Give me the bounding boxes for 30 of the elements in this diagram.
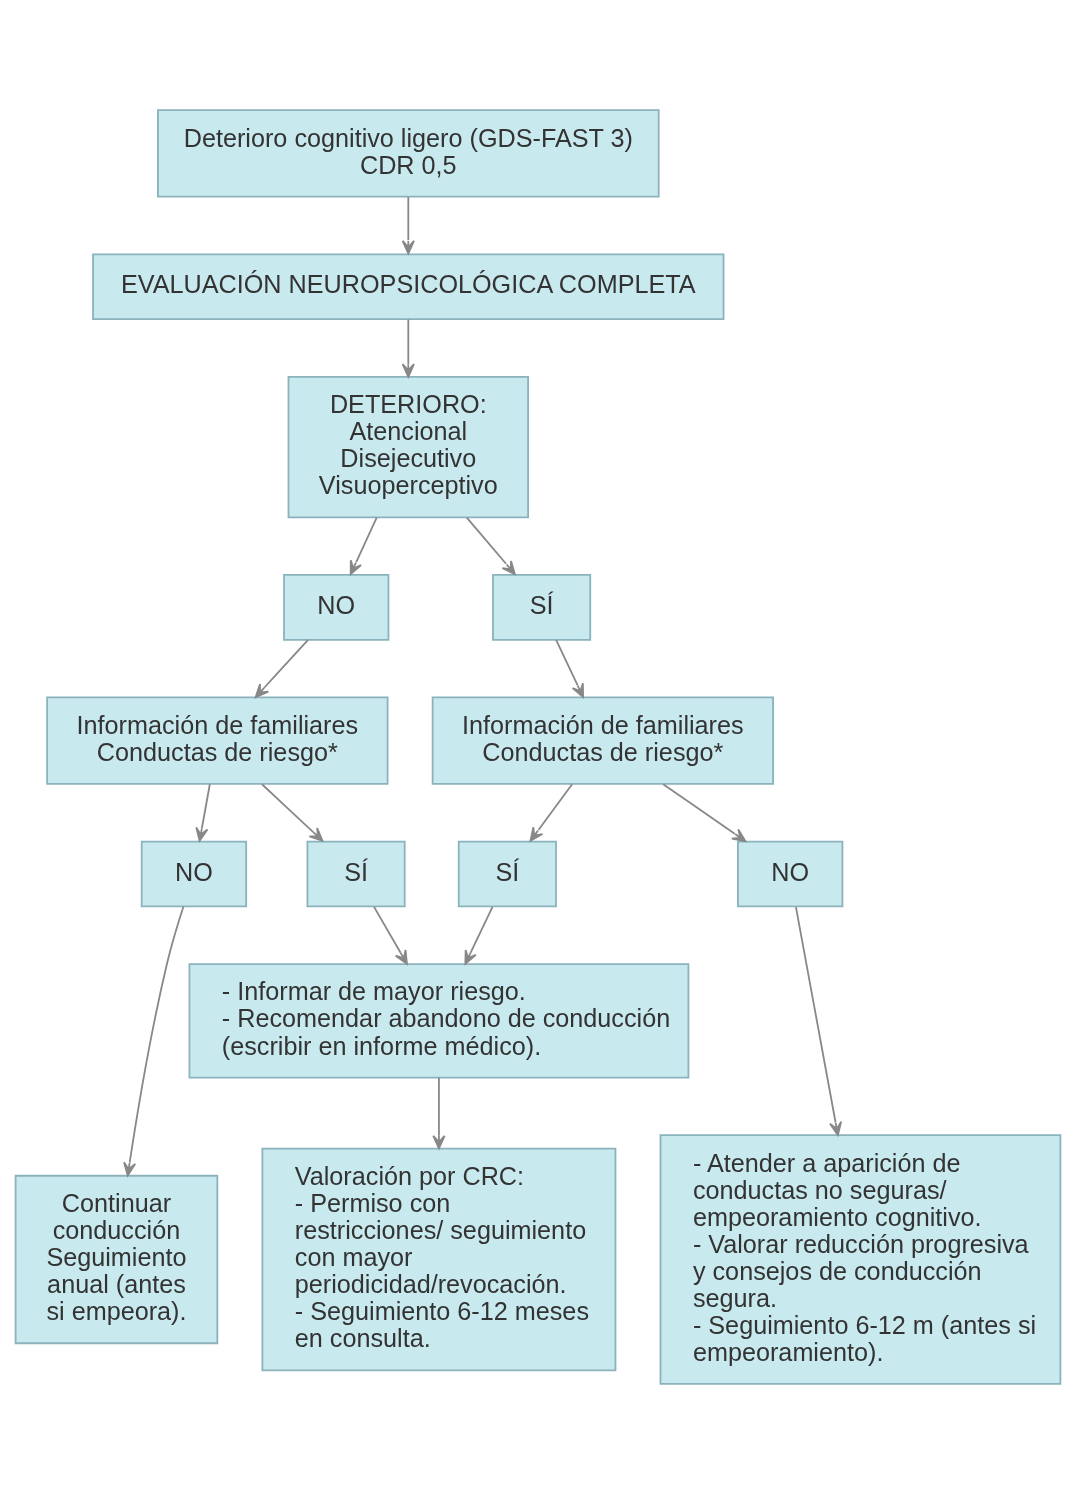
node-box: Deterioro cognitivo ligero (GDS-FAST 3) CDR 0,5 — [157, 109, 660, 198]
node-box: - Informar de mayor riesgo. - Recomendar abandono de conducción (escribir en informe médico). — [188, 963, 690, 1079]
arrow — [795, 906, 843, 1136]
node-box: NO — [283, 574, 390, 641]
arrow — [261, 783, 324, 842]
node-box: Valoración por CRC: - Permiso con restricciones/ seguimiento con mayor periodicidad/revocación. - Seguimiento 6-12 meses en consulta. — [261, 1147, 617, 1372]
node-box: SÍ — [492, 574, 592, 641]
arrow — [349, 516, 378, 576]
arrow — [401, 318, 415, 378]
node-box: Continuar conducción Seguimiento anual (antes si empeora). — [14, 1174, 219, 1345]
node-box: NO — [140, 840, 248, 908]
node-box: Información de familiares Conductas de riesgo* — [46, 696, 389, 785]
node-box: Información de familiares Conductas de riesgo* — [431, 696, 774, 785]
arrow — [195, 783, 211, 842]
arrow — [254, 639, 309, 698]
arrow — [555, 639, 584, 698]
arrow — [123, 905, 185, 1177]
node-box: NO — [737, 840, 844, 908]
arrow — [373, 905, 408, 965]
node-box: - Atender a aparición de conductas no seguras/ empeoramiento cognitivo. - Valorar reducción progresiva y consejos de conducción segura. - Seguimiento 6-12 m (antes si empeoramiento). — [659, 1134, 1062, 1385]
node-box: DETERIORO: Atencional Disejecutivo Visuoperceptivo — [287, 375, 529, 519]
arrow — [529, 783, 573, 842]
arrow — [465, 516, 516, 576]
node-box: SÍ — [306, 840, 406, 908]
arrow — [662, 783, 747, 843]
arrow — [432, 1076, 446, 1150]
node-box: SÍ — [457, 840, 557, 908]
arrow — [401, 196, 415, 255]
node-box: EVALUACIÓN NEUROPSICOLÓGICA COMPLETA — [92, 253, 725, 321]
arrow — [464, 905, 494, 965]
